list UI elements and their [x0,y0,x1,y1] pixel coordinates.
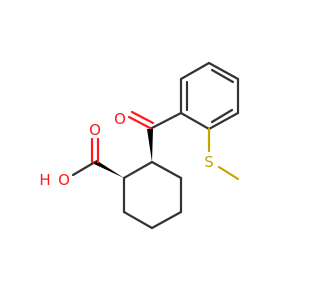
cyclohexane-ring [122,160,183,230]
sulfur-atom: S [204,153,214,171]
ring-bond-c5-c4 [150,210,183,230]
carboxylic-acid-group: O O H [39,121,101,189]
wedge-bond-to-carbonyl [147,129,153,162]
hydroxyl-oxygen: O [58,171,70,189]
ring-bond-c2-c1 [122,160,154,180]
s-methyl-bond [217,165,240,181]
wedge-bond-to-carboxyl [94,160,124,178]
ring-bond-c3-c2 [150,160,183,180]
aryl-inner-bond-2 [210,68,235,84]
structure-canvas: O O H O S [39,61,240,230]
ketone-double-bond-b [130,110,155,125]
acid-carbonyl-oxygen: O [89,121,101,139]
ketone-to-aryl-bond [150,111,183,130]
aryl-bond-5 [207,111,240,131]
methylthio-group: S [204,127,240,181]
ketone-group: O [114,110,183,130]
ketone-double-bond-a [127,115,152,130]
aryl-inner-bond-3 [210,108,234,124]
benzene-ring [179,61,240,131]
c-o-single-bond [71,160,97,177]
aryl-bond-6 [179,111,211,131]
ring-bond-c6-c5 [122,210,154,230]
ketone-oxygen: O [114,110,126,128]
hydroxyl-hydrogen: H [39,171,50,189]
aryl-bond-2 [179,61,211,81]
aryl-bond-3 [207,61,240,81]
molecule-structure: O O H O S [39,61,240,230]
